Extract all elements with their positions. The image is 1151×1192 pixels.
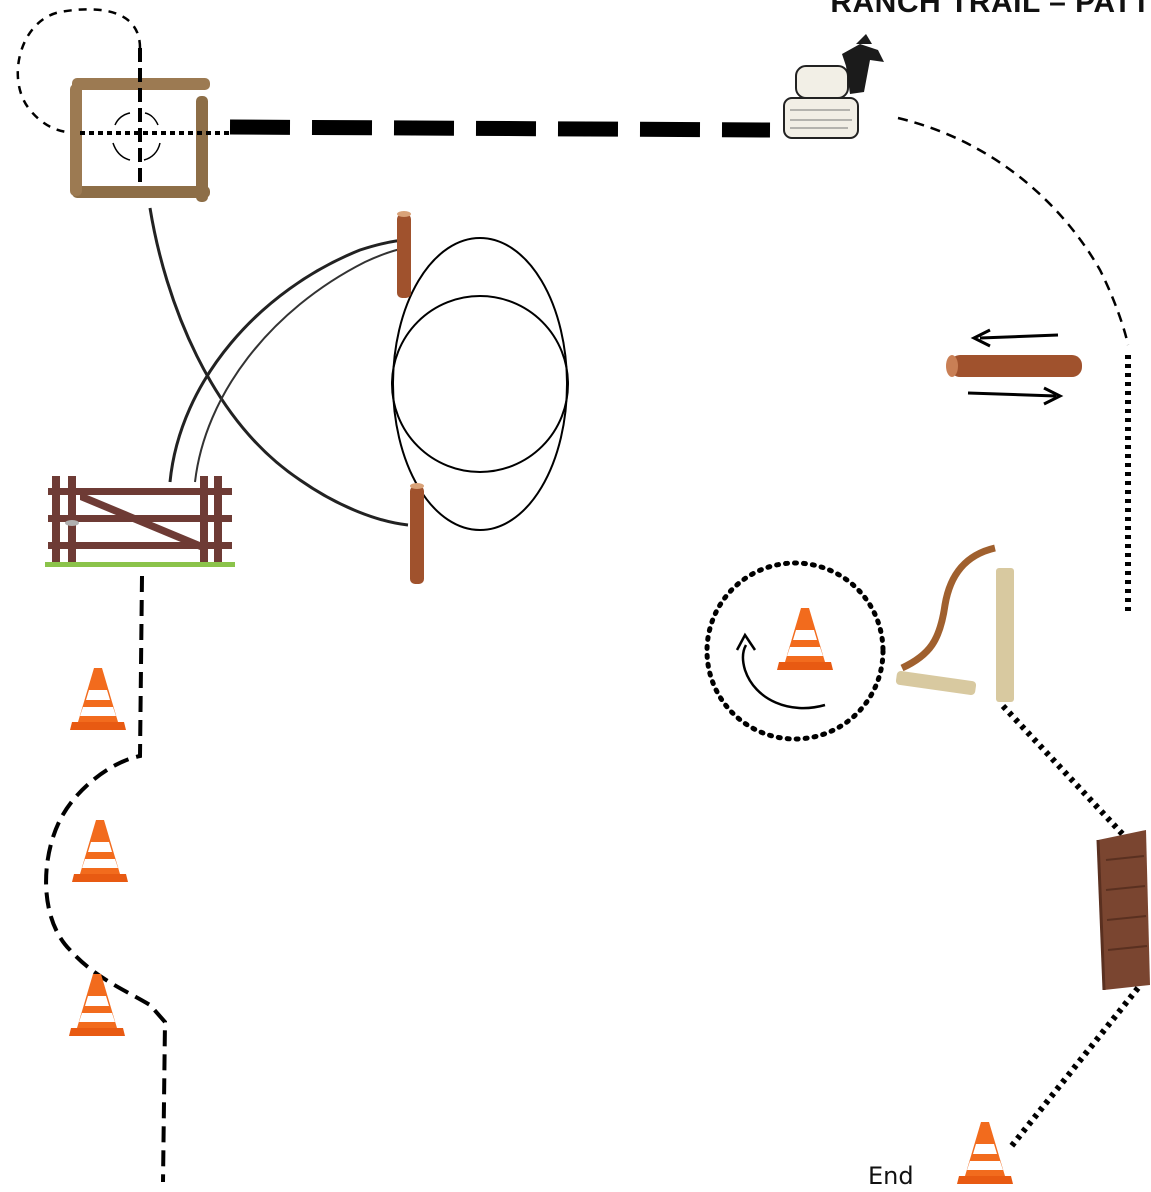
cone-1: [70, 668, 126, 730]
dotted-to-end: [1007, 986, 1141, 1150]
start-loop-path: [16, 8, 142, 135]
figure-eight-path-a: [148, 207, 409, 527]
end-label: End: [868, 1162, 914, 1190]
cone-3: [69, 974, 125, 1036]
rope-post: [895, 544, 1014, 702]
dotted-to-bridge: [1000, 703, 1131, 843]
right-curve-path: [897, 116, 1130, 346]
cone-circle-path: [704, 560, 886, 742]
hay-bale-with-dog: [783, 34, 884, 139]
figure-eight-circle: [391, 295, 569, 473]
cone-2: [72, 820, 128, 882]
cone-circle: [777, 608, 833, 670]
left-path: [44, 575, 168, 1183]
wooden-bridge: [1096, 830, 1150, 991]
heavy-dashed-path: [229, 119, 771, 138]
cone-end: [957, 1122, 1013, 1184]
figure-eight-post-bottom: [410, 483, 424, 584]
diagram-title: RANCH TRAIL – PATT: [830, 0, 1151, 19]
ground-pole-back-up: [946, 328, 1082, 406]
log-box-pivot: [70, 48, 230, 202]
gate: [45, 476, 235, 567]
figure-eight-path-b: [168, 238, 409, 483]
figure-eight-post-top: [397, 211, 411, 298]
